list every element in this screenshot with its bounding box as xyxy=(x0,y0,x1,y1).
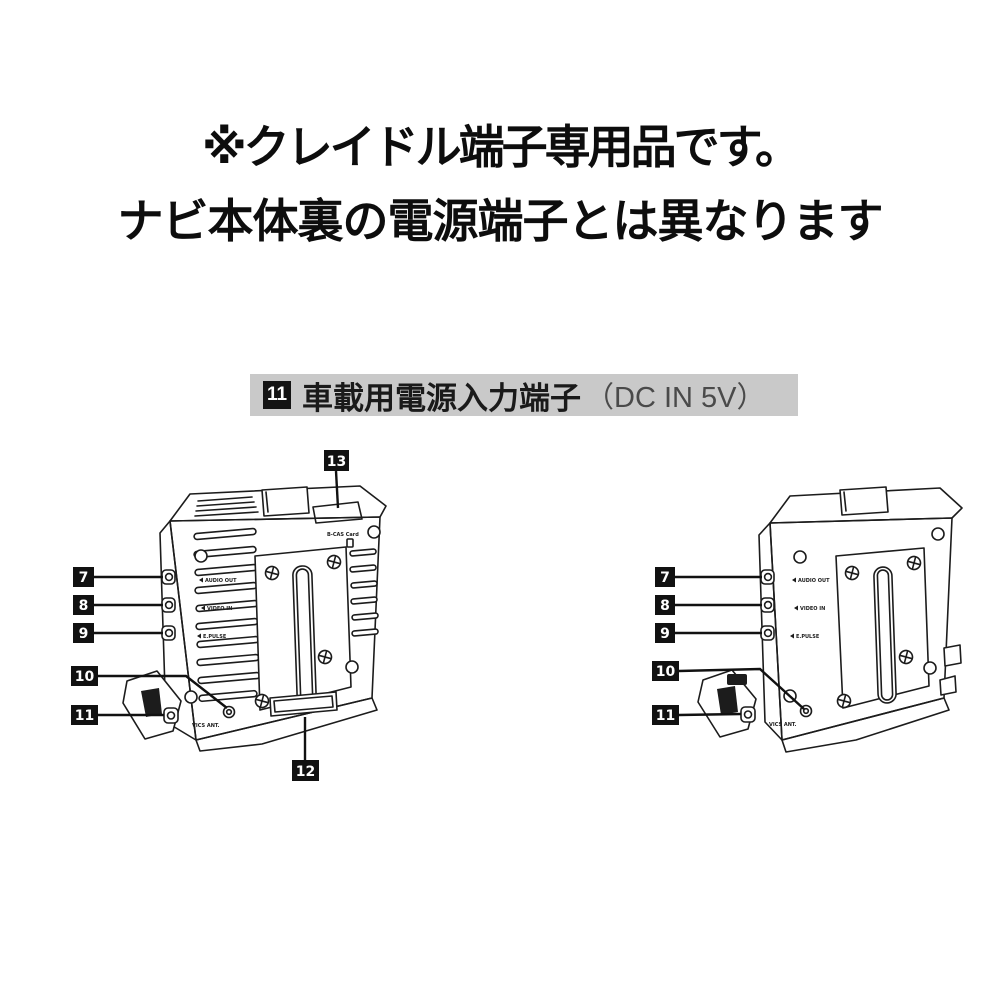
screw-holes xyxy=(184,525,381,704)
vics-antenna-label: VICS ANT. xyxy=(192,723,220,729)
leader-lines xyxy=(94,470,340,760)
audio-out-jack xyxy=(161,569,176,585)
callout-9: 9 xyxy=(655,623,675,643)
svg-text:8: 8 xyxy=(660,598,670,614)
pulse-jack xyxy=(760,625,775,641)
side-vent-slats xyxy=(349,548,379,637)
callout-13: 13 xyxy=(324,450,349,471)
svg-text:9: 9 xyxy=(660,626,670,642)
svg-text:9: 9 xyxy=(79,626,89,642)
bcas-slot xyxy=(346,538,354,548)
svg-text:11: 11 xyxy=(656,708,675,724)
warning-title-line-1: ※クレイドル端子専用品です。 xyxy=(201,121,801,173)
warning-title-line-2: ナビ本体裏の電源端子とは異なります xyxy=(117,195,884,247)
top-vent-hatch xyxy=(194,496,259,517)
screw-holes xyxy=(783,527,945,703)
callout-9: 9 xyxy=(73,623,94,643)
callout-10: 10 xyxy=(71,666,98,686)
top-clip-notch xyxy=(839,486,889,516)
dc-in-jack xyxy=(740,706,756,723)
callout-8: 8 xyxy=(73,595,94,615)
cradle-diagram-right: AUDIO OUT VIDEO IN E.PULSE VICS ANT. 7 8… xyxy=(652,486,963,753)
callout-7: 7 xyxy=(655,567,675,587)
mounting-plate xyxy=(254,546,352,711)
svg-text:10: 10 xyxy=(75,669,95,685)
cradle-body-right xyxy=(758,486,963,753)
port-arrow-icon xyxy=(199,577,203,583)
svg-text:13: 13 xyxy=(327,454,346,470)
video-in-label: VIDEO IN xyxy=(800,606,825,612)
pulse-jack xyxy=(161,625,176,641)
arm-connector-port xyxy=(727,674,747,685)
callout-7: 7 xyxy=(73,567,94,587)
svg-text:8: 8 xyxy=(79,598,89,614)
audio-out-label: AUDIO OUT xyxy=(205,578,237,584)
vics-antenna-label: VICS ANT. xyxy=(769,722,797,728)
video-in-label: VIDEO IN xyxy=(207,606,232,612)
mounting-plate xyxy=(835,547,930,709)
section-title: 車載用電源入力端子 xyxy=(302,380,581,416)
vics-antenna-jack xyxy=(799,704,813,718)
pulse-label: E.PULSE xyxy=(796,634,820,640)
plate-screws xyxy=(836,555,922,709)
top-clip-notch xyxy=(261,486,310,517)
svg-text:11: 11 xyxy=(75,708,94,724)
cradle-diagram-left: AUDIO OUT VIDEO IN E.PULSE VICS ANT. B-C… xyxy=(71,450,387,781)
video-in-jack xyxy=(161,597,176,613)
port-arrow-icon xyxy=(790,633,794,639)
plate-screws xyxy=(254,554,342,709)
bcas-card-label: B-CAS Card xyxy=(327,532,359,538)
mounting-arm xyxy=(697,669,757,738)
svg-text:12: 12 xyxy=(296,764,315,780)
rear-vent-slats xyxy=(193,527,261,703)
audio-out-jack xyxy=(760,569,775,585)
dc-in-jack xyxy=(163,707,179,724)
port-arrow-icon xyxy=(197,633,201,639)
cradle-body-left xyxy=(159,485,387,752)
bracket-tab xyxy=(939,675,957,696)
callout-8: 8 xyxy=(655,595,675,615)
callout-11: 11 xyxy=(652,705,679,725)
cradle-connector xyxy=(269,691,338,717)
leader-lines xyxy=(675,575,805,717)
svg-text:10: 10 xyxy=(656,664,676,680)
section-title-detail: （DC IN 5V） xyxy=(585,382,766,414)
vics-antenna-jack xyxy=(222,705,236,719)
svg-text:7: 7 xyxy=(79,570,89,586)
port-arrow-icon xyxy=(794,605,798,611)
card-door-panel xyxy=(312,501,363,524)
section-number-badge: 11 xyxy=(263,381,291,409)
svg-text:7: 7 xyxy=(660,570,670,586)
port-labels: AUDIO OUT VIDEO IN E.PULSE VICS ANT. B-C… xyxy=(192,532,359,729)
port-arrow-icon xyxy=(792,577,796,583)
port-labels: AUDIO OUT VIDEO IN E.PULSE VICS ANT. xyxy=(769,577,830,728)
video-in-jack xyxy=(760,597,775,613)
pulse-label: E.PULSE xyxy=(203,634,227,640)
callout-12: 12 xyxy=(292,760,319,781)
mounting-arm xyxy=(122,670,182,740)
callout-10: 10 xyxy=(652,661,679,681)
callout-11: 11 xyxy=(71,705,98,725)
audio-out-label: AUDIO OUT xyxy=(798,578,830,584)
port-arrow-icon xyxy=(201,605,205,611)
bracket-tab xyxy=(943,644,962,667)
section-header-bar: 11 車載用電源入力端子 （DC IN 5V） xyxy=(250,374,798,416)
